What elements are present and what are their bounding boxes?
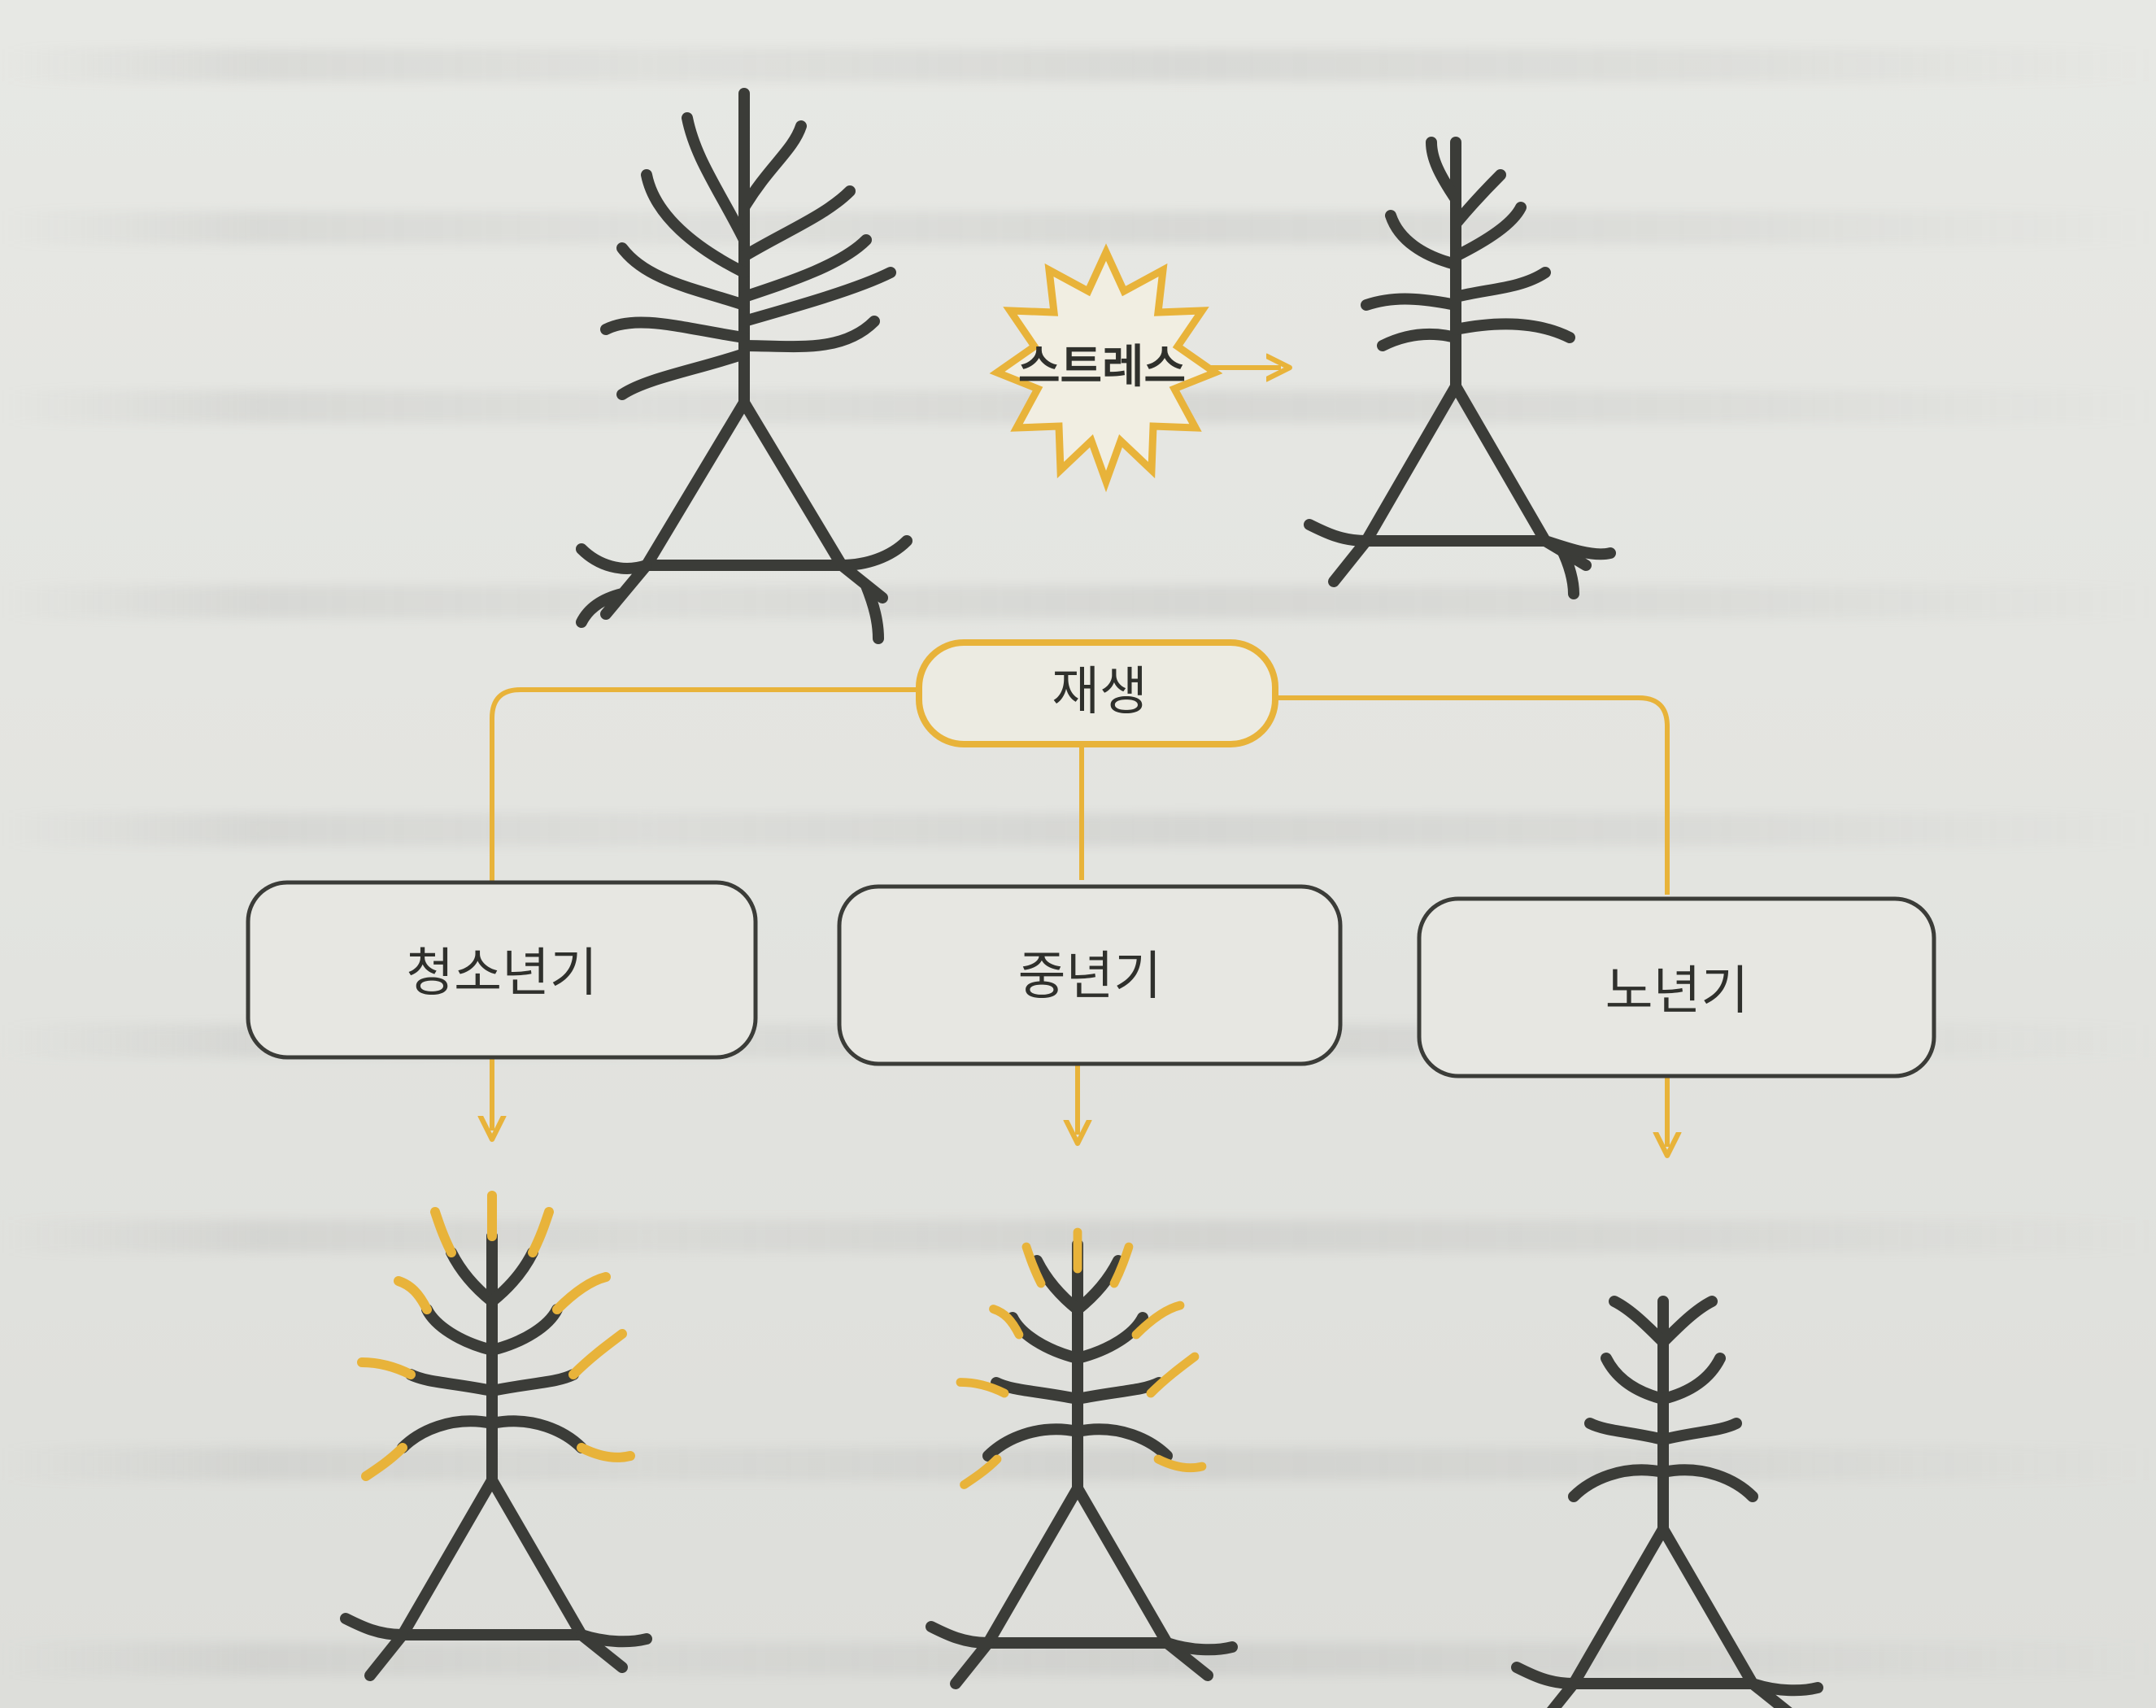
bleed-through-line [0, 813, 2156, 846]
stage-label-old-age: 노년기 [1605, 961, 1749, 1022]
stage-box-adolescence: 청소년기 [246, 880, 758, 1060]
stage-label-middle-age: 중년기 [1018, 947, 1162, 1007]
bleed-through-line [0, 49, 2156, 81]
neuron-icon [931, 1232, 1232, 1684]
connector-lines [492, 687, 1667, 1147]
stage-label-adolescence: 청소년기 [406, 943, 598, 1004]
neuron-icon [346, 1196, 647, 1675]
neuron-icon [1517, 1301, 1818, 1708]
stage-box-middle-age: 중년기 [837, 884, 1343, 1066]
stage-box-old-age: 노년기 [1417, 896, 1936, 1078]
stress-label: 스트레스 [1018, 341, 1186, 394]
bleed-through-line [0, 586, 2156, 618]
bleed-through-line [0, 211, 2156, 244]
regen-label: 재생 [1052, 662, 1148, 722]
starburst-icon [989, 243, 1223, 493]
neuron-icon [581, 94, 907, 638]
neuron-icon [1309, 142, 1610, 594]
regen-box: 재생 [916, 639, 1278, 747]
